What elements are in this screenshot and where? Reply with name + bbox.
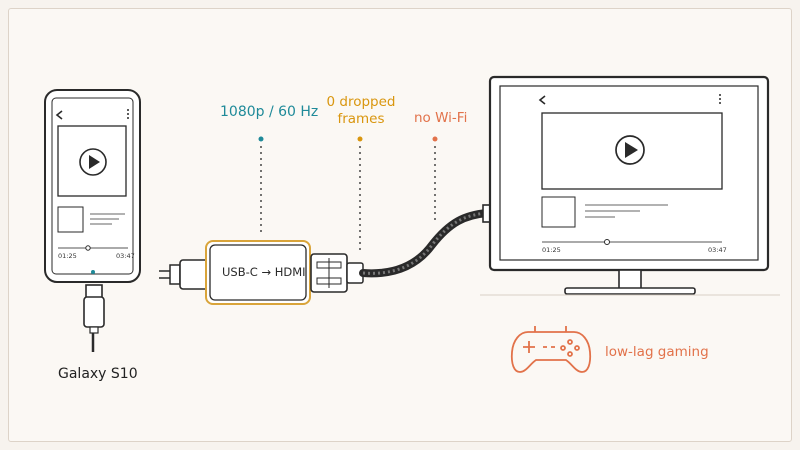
play-icon xyxy=(79,148,107,176)
adapter-label: USB-C → HDMI xyxy=(222,265,306,279)
gamepad-icon xyxy=(510,326,592,373)
back-arrow-icon xyxy=(55,110,63,120)
adapter xyxy=(205,240,311,305)
phone-thumbnail xyxy=(57,206,84,233)
more-vertical-icon xyxy=(127,109,129,119)
tv-play-icon xyxy=(615,135,645,165)
tv-back-arrow-icon xyxy=(538,95,546,105)
phone-seek-knob xyxy=(85,245,91,251)
dropped-frames-label: 0 dropped frames xyxy=(325,94,397,128)
no-wifi-label: no Wi-Fi xyxy=(414,110,468,126)
phone-usb-plug xyxy=(85,284,103,299)
phone-elapsed-time: 01:25 xyxy=(58,252,77,260)
callout-lines xyxy=(258,136,438,250)
resolution-label: 1080p / 60 Hz xyxy=(220,104,319,120)
tv-elapsed-time: 01:25 xyxy=(542,246,561,254)
phone-total-time: 03:47 xyxy=(116,252,135,260)
dropped-frames-line-2: frames xyxy=(337,111,385,127)
hdmi-plug xyxy=(310,253,364,293)
phone xyxy=(44,89,141,352)
tv-more-vertical-icon xyxy=(719,94,721,104)
hdmi-cable xyxy=(359,209,491,278)
tv xyxy=(480,75,780,296)
gaming-label: low-lag gaming xyxy=(605,344,709,360)
tv-total-time: 03:47 xyxy=(708,246,727,254)
dropped-frames-line-1: 0 dropped xyxy=(326,94,396,110)
usb-c-plug xyxy=(159,259,211,290)
tv-seek-knob xyxy=(604,239,610,245)
phone-name-label: Galaxy S10 xyxy=(58,366,138,382)
tv-thumbnail xyxy=(541,196,576,228)
